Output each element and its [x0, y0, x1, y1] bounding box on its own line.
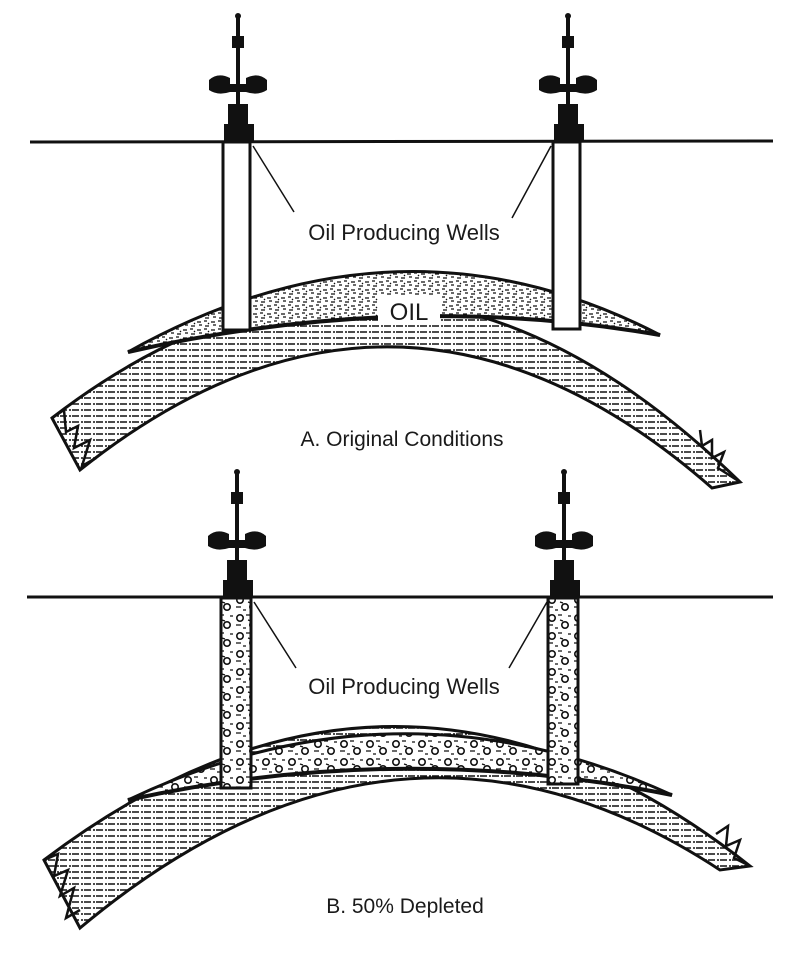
panel-a: Oil Producing Wells OIL A. Original Cond… — [29, 13, 774, 490]
fracture-edge-right — [715, 823, 751, 868]
leader-line-left — [253, 601, 297, 669]
well-bore-right — [546, 596, 580, 786]
wellhead-right-icon — [535, 469, 593, 598]
caption-a: A. Original Conditions — [300, 428, 503, 451]
wells-label-a: Oil Producing Wells — [308, 220, 500, 245]
wellhead-right-icon — [539, 13, 597, 142]
leader-line-right — [508, 601, 548, 669]
wellhead-left-icon — [209, 13, 267, 142]
reservoir-label-oil: OIL — [390, 299, 429, 326]
wells-label-b: Oil Producing Wells — [308, 674, 500, 699]
well-bore-left — [219, 596, 253, 790]
well-bore-right — [551, 140, 582, 331]
caption-b: B. 50% Depleted — [326, 895, 484, 918]
fracture-edge-left — [43, 851, 81, 921]
well-bore-left — [221, 140, 252, 332]
ground-surface-line — [29, 139, 774, 144]
fracture-edge-left — [51, 407, 97, 469]
leader-line-left — [252, 145, 295, 213]
panel-b: Oil Producing Wells B. 50% Depleted — [27, 469, 773, 931]
fracture-edge-right — [698, 429, 741, 484]
leader-line-right — [511, 145, 552, 219]
wellhead-left-icon — [208, 469, 266, 598]
